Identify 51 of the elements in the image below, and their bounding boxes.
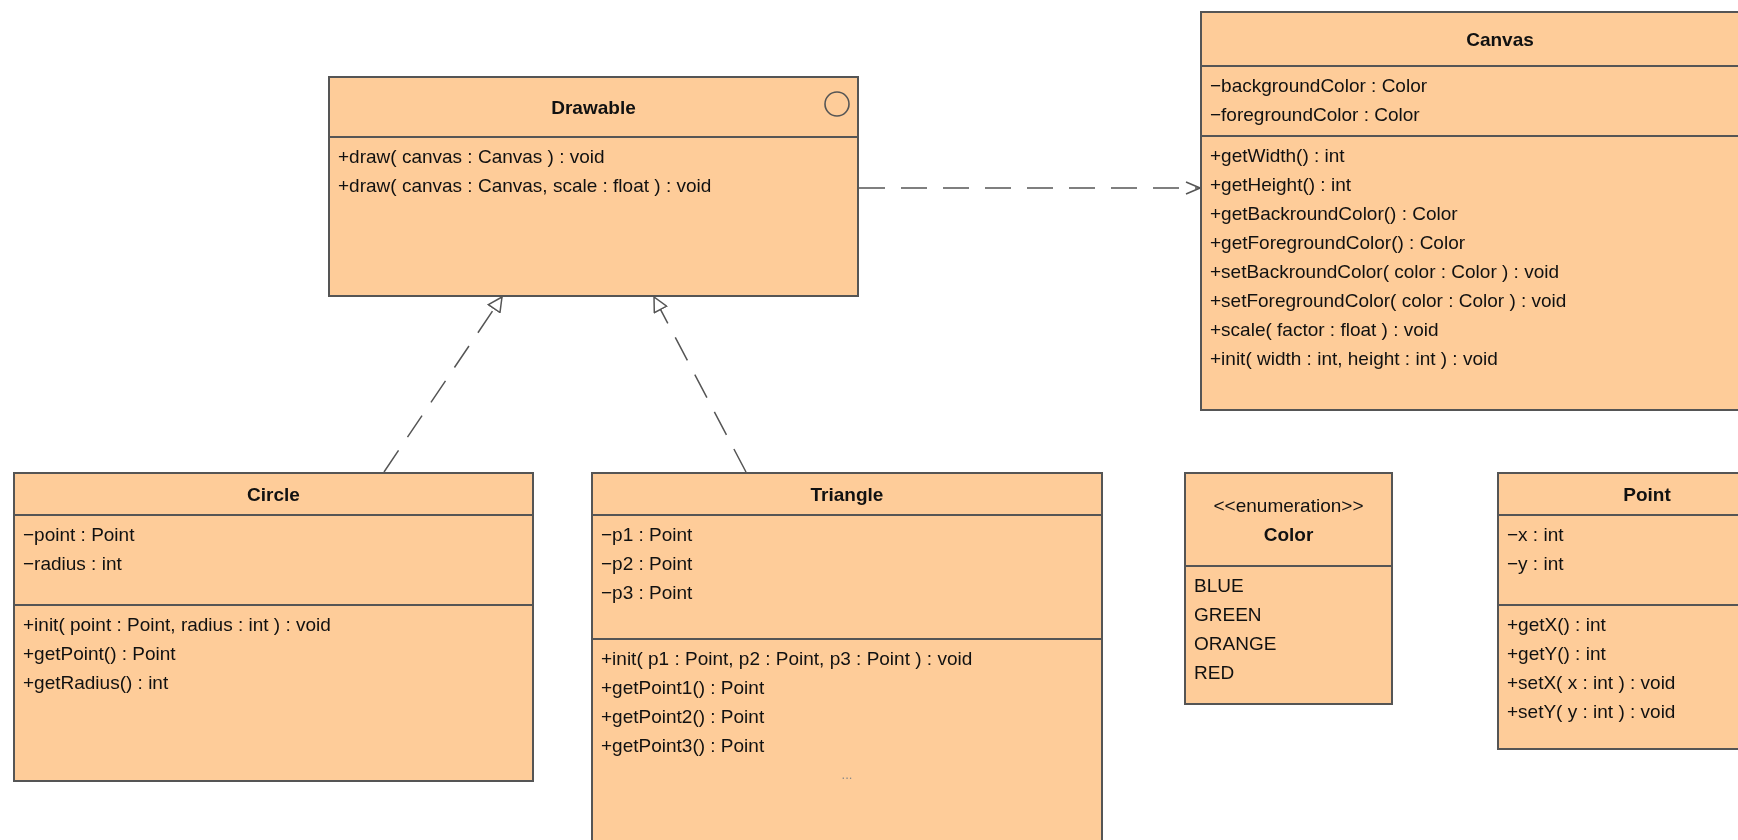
- class-box: [1200, 11, 1738, 411]
- method-text: +getRadius() : int: [23, 671, 169, 695]
- attribute-text: −backgroundColor : Color: [1210, 74, 1428, 98]
- method-text: +init( width : int, height : int ) : void: [1210, 347, 1498, 371]
- class-box: [13, 472, 534, 782]
- class-name: Color: [1263, 522, 1314, 547]
- method-text: +setX( x : int ) : void: [1507, 671, 1676, 695]
- method-text: +getPoint() : Point: [23, 642, 176, 666]
- attribute-text: −foregroundColor : Color: [1210, 103, 1420, 127]
- dependency-arrow: [858, 181, 1201, 195]
- method-text: +getWidth() : int: [1210, 144, 1345, 168]
- class-name: Point: [1623, 482, 1671, 507]
- class-box: [591, 472, 1103, 840]
- method-text: +draw( canvas : Canvas, scale : float ) : void: [338, 174, 712, 198]
- enum-value: RED: [1194, 661, 1235, 685]
- method-text: +draw( canvas : Canvas ) : void: [338, 145, 605, 169]
- method-text: +setBackroundColor( color : Color ) : void: [1210, 260, 1559, 284]
- class-name: Circle: [247, 482, 300, 507]
- stereotype-label: <<enumeration>>: [1213, 493, 1364, 518]
- class-box: [1497, 472, 1738, 750]
- realization-arrow: [383, 296, 503, 473]
- method-text: +getPoint1() : Point: [601, 676, 765, 700]
- class-name: Canvas: [1466, 27, 1534, 52]
- class-box: [1184, 472, 1393, 705]
- method-text: +getHeight() : int: [1210, 173, 1351, 197]
- attribute-text: −point : Point: [23, 523, 135, 547]
- realization-arrow: [653, 296, 747, 473]
- enum-value: ORANGE: [1194, 632, 1277, 656]
- method-text: +getBackroundColor() : Color: [1210, 202, 1458, 226]
- attribute-text: −p2 : Point: [601, 552, 693, 576]
- attribute-text: −y : int: [1507, 552, 1564, 576]
- method-text: +setY( y : int ) : void: [1507, 700, 1676, 724]
- method-text: +setForegroundColor( color : Color ) : void: [1210, 289, 1567, 313]
- method-text: +getY() : int: [1507, 642, 1606, 666]
- class-box: [328, 76, 859, 297]
- attribute-text: −p1 : Point: [601, 523, 693, 547]
- method-text: +init( p1 : Point, p2 : Point, p3 : Point ) : void: [601, 647, 973, 671]
- class-name: Drawable: [551, 95, 636, 120]
- method-text: +scale( factor : float ) : void: [1210, 318, 1439, 342]
- enum-value: GREEN: [1194, 603, 1262, 627]
- method-text: +init( point : Point, radius : int ) : void: [23, 613, 331, 637]
- class-name: Triangle: [810, 482, 884, 507]
- method-text: +getX() : int: [1507, 613, 1606, 637]
- method-text: +getPoint2() : Point: [601, 705, 765, 729]
- enum-value: BLUE: [1194, 574, 1244, 598]
- attribute-text: −radius : int: [23, 552, 122, 576]
- ellipsis: ...: [841, 766, 853, 784]
- method-text: +getForegroundColor() : Color: [1210, 231, 1466, 255]
- method-text: +getPoint3() : Point: [601, 734, 765, 758]
- attribute-text: −p3 : Point: [601, 581, 693, 605]
- attribute-text: −x : int: [1507, 523, 1564, 547]
